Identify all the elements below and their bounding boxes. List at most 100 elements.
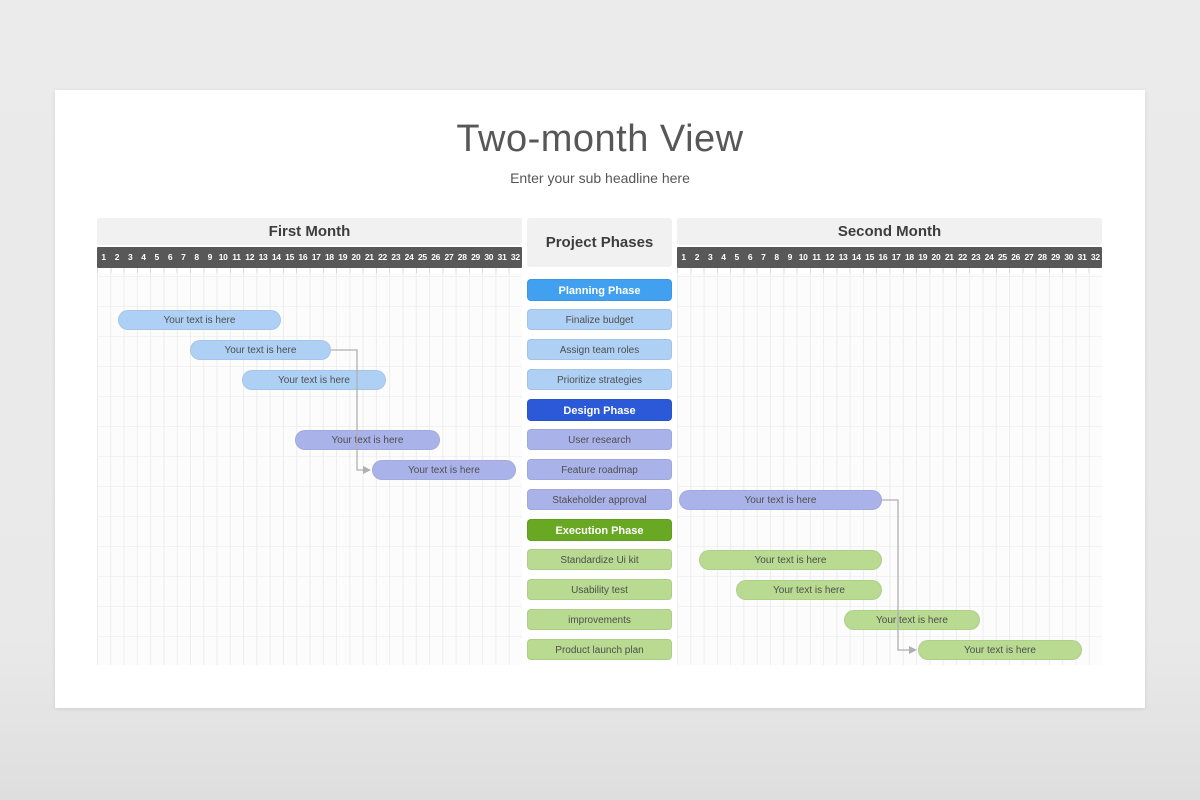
day-tick-label: 14: [271, 252, 281, 262]
gantt-bar[interactable]: Your text is here: [679, 490, 882, 510]
task-label-finalize-budget[interactable]: Finalize budget: [527, 309, 672, 330]
day-tick-label: 10: [798, 252, 808, 262]
day-tick-label: 17: [891, 252, 901, 262]
day-tick-label: 30: [484, 252, 494, 262]
day-tick-label: 24: [984, 252, 994, 262]
phase-header-execution-phase[interactable]: Execution Phase: [527, 519, 672, 541]
day-tick-label: 26: [431, 252, 441, 262]
day-tick-label: 16: [878, 252, 888, 262]
day-tick-label: 2: [114, 252, 120, 262]
phase-header-planning-phase[interactable]: Planning Phase: [527, 279, 672, 301]
first-month-axis-ticks: [97, 268, 522, 273]
day-tick-label: 24: [404, 252, 414, 262]
day-tick-label: 32: [1090, 252, 1100, 262]
task-label-prioritize-strategies[interactable]: Prioritize strategies: [527, 369, 672, 390]
day-tick-label: 6: [167, 252, 173, 262]
gantt-bar[interactable]: Your text is here: [295, 430, 440, 450]
task-label-stakeholder-approval[interactable]: Stakeholder approval: [527, 489, 672, 510]
gantt-bar[interactable]: Your text is here: [242, 370, 386, 390]
day-tick-label: 27: [1024, 252, 1034, 262]
day-tick-label: 17: [311, 252, 321, 262]
day-tick-label: 28: [1037, 252, 1047, 262]
day-tick-label: 21: [944, 252, 954, 262]
day-tick-label: 3: [707, 252, 713, 262]
day-tick-label: 13: [258, 252, 268, 262]
day-tick-label: 29: [1051, 252, 1060, 262]
gantt-bar[interactable]: Your text is here: [736, 580, 882, 600]
project-phases-header[interactable]: Project Phases: [527, 218, 672, 267]
day-tick-label: 22: [378, 252, 387, 262]
day-tick-label: 22: [958, 252, 967, 262]
day-tick-label: 1: [681, 252, 686, 262]
day-tick-label: 8: [194, 252, 199, 262]
day-tick-label: 16: [298, 252, 308, 262]
day-tick-label: 20: [931, 252, 941, 262]
gantt-bar[interactable]: Your text is here: [190, 340, 331, 360]
day-tick-label: 25: [417, 252, 427, 262]
day-tick-label: 7: [181, 252, 186, 262]
task-label-standardize-ui-kit[interactable]: Standardize Ui kit: [527, 549, 672, 570]
day-tick-label: 21: [364, 252, 374, 262]
day-tick-label: 6: [747, 252, 753, 262]
day-tick-label: 19: [918, 252, 928, 262]
second-month-axis-ticks: [677, 268, 1102, 273]
day-tick-label: 18: [324, 252, 334, 262]
day-tick-label: 23: [391, 252, 401, 262]
day-tick-label: 23: [971, 252, 981, 262]
slide-card: Two-month View Enter your sub headline h…: [55, 90, 1145, 708]
day-tick-label: 2: [694, 252, 700, 262]
day-tick-label: 12: [245, 252, 255, 262]
day-tick-label: 27: [444, 252, 454, 262]
day-tick-label: 9: [787, 252, 793, 262]
gantt-bar[interactable]: Your text is here: [699, 550, 882, 570]
day-tick-label: 11: [232, 252, 241, 262]
day-tick-label: 4: [141, 252, 146, 262]
page-title[interactable]: Two-month View: [456, 118, 744, 160]
day-tick-label: 31: [497, 252, 507, 262]
day-tick-label: 28: [457, 252, 467, 262]
day-tick-label: 4: [721, 252, 726, 262]
page-subtitle[interactable]: Enter your sub headline here: [510, 170, 690, 186]
task-label-feature-roadmap[interactable]: Feature roadmap: [527, 459, 672, 480]
day-tick-label: 1: [101, 252, 106, 262]
day-tick-label: 13: [838, 252, 848, 262]
gantt-bar[interactable]: Your text is here: [844, 610, 980, 630]
gantt-bar[interactable]: Your text is here: [118, 310, 281, 330]
day-tick-label: 5: [734, 252, 740, 262]
day-tick-label: 30: [1064, 252, 1074, 262]
task-label-product-launch-plan[interactable]: Product launch plan: [527, 639, 672, 660]
gantt-bar[interactable]: Your text is here: [372, 460, 516, 480]
day-tick-label: 9: [207, 252, 213, 262]
day-tick-label: 19: [338, 252, 348, 262]
day-tick-label: 18: [904, 252, 914, 262]
day-tick-label: 15: [865, 252, 874, 262]
day-tick-label: 25: [997, 252, 1007, 262]
day-tick-label: 20: [351, 252, 361, 262]
gantt-bar[interactable]: Your text is here: [918, 640, 1082, 660]
day-tick-label: 14: [851, 252, 861, 262]
task-label-user-research[interactable]: User research: [527, 429, 672, 450]
day-tick-label: 32: [510, 252, 520, 262]
day-tick-label: 11: [812, 252, 821, 262]
task-label-assign-team-roles[interactable]: Assign team roles: [527, 339, 672, 360]
day-tick-label: 7: [761, 252, 766, 262]
day-tick-label: 15: [285, 252, 294, 262]
day-tick-label: 29: [471, 252, 480, 262]
day-tick-label: 5: [154, 252, 160, 262]
phase-header-design-phase[interactable]: Design Phase: [527, 399, 672, 421]
day-tick-label: 31: [1077, 252, 1087, 262]
task-label-improvements[interactable]: improvements: [527, 609, 672, 630]
second-month-header[interactable]: Second Month: [677, 218, 1102, 245]
day-tick-label: 8: [774, 252, 779, 262]
first-month-header[interactable]: First Month: [97, 218, 522, 245]
day-tick-label: 10: [218, 252, 228, 262]
task-label-usability-test[interactable]: Usability test: [527, 579, 672, 600]
day-tick-label: 3: [127, 252, 133, 262]
